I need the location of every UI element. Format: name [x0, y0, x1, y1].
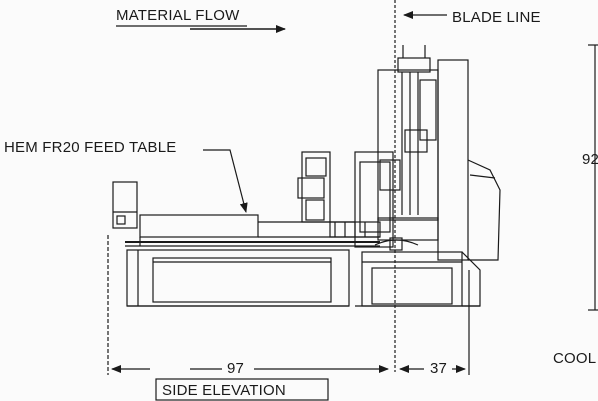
- feed-table-top: [139, 214, 259, 238]
- vise-assembly: [377, 217, 439, 241]
- blade-column: [377, 69, 439, 221]
- length-dimension-label: 97: [227, 360, 245, 377]
- saw-frame: [354, 151, 394, 248]
- view-title-box: [155, 378, 329, 401]
- coolant-label: COOL: [553, 350, 597, 367]
- blade-guard: [437, 59, 469, 261]
- vise-column: [301, 151, 331, 223]
- depth-dimension-label: 37: [430, 360, 448, 377]
- feed-table-label: HEM FR20 FEED TABLE: [4, 139, 177, 156]
- material-flow-label: MATERIAL FLOW: [116, 7, 240, 24]
- view-title: SIDE ELEVATION: [162, 382, 286, 399]
- feed-table-leader: [203, 149, 248, 213]
- blade-line-label: BLADE LINE: [452, 9, 541, 26]
- height-dimension-label: 92: [582, 151, 598, 168]
- control-box: [112, 181, 138, 229]
